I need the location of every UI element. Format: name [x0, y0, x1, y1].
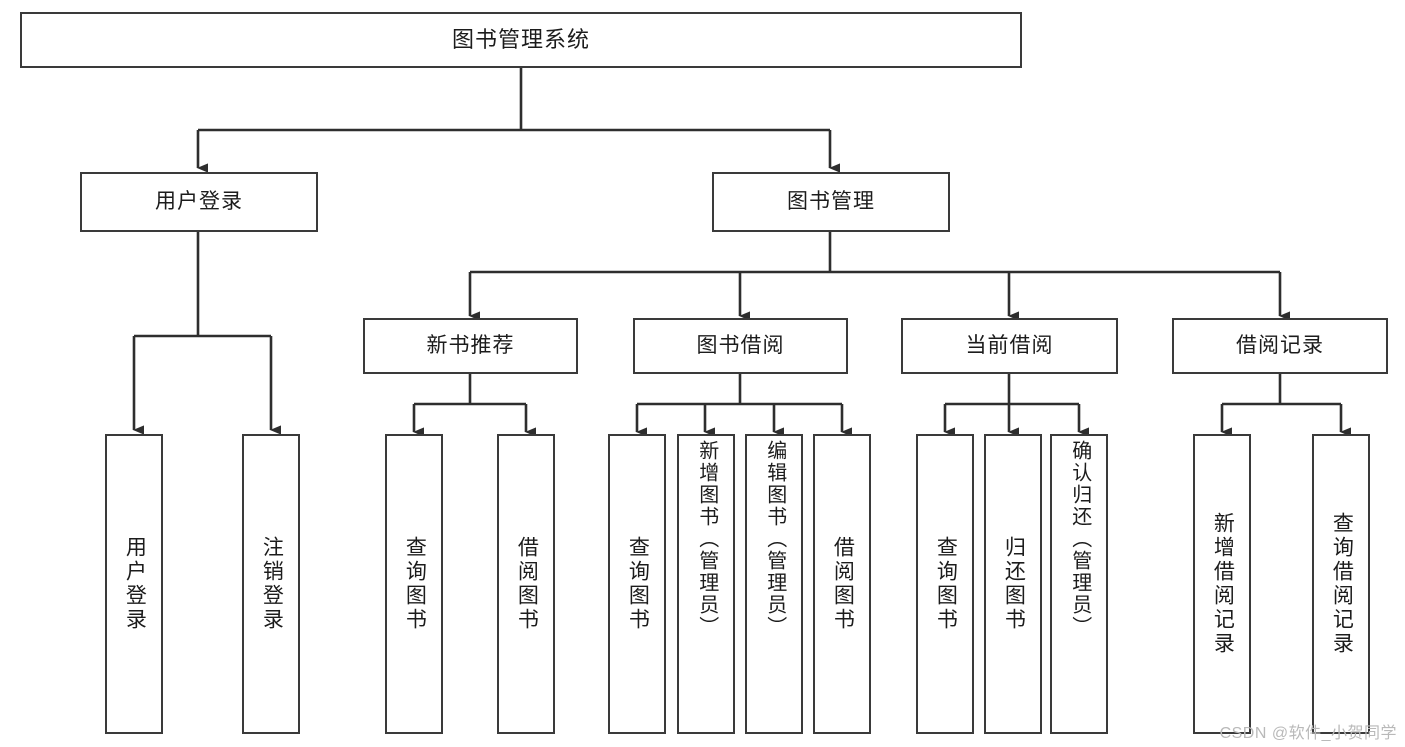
node-label: 注销登录	[260, 536, 284, 632]
node-label: 查询图书	[403, 536, 427, 632]
node-label: 用户登录	[123, 536, 147, 632]
node-label: 图书管理系统	[451, 27, 590, 53]
node-label: 图书借阅	[696, 333, 785, 357]
node-new-book-recommend[interactable]: 新书推荐	[363, 318, 578, 374]
leaf-user-login[interactable]: 用户登录	[105, 434, 163, 734]
node-label: 编辑图书（管理员）	[763, 440, 786, 638]
leaf-borrow-query-book[interactable]: 查询图书	[608, 434, 666, 734]
node-label: 当前借阅	[965, 333, 1054, 357]
node-borrow-records[interactable]: 借阅记录	[1172, 318, 1388, 374]
leaf-borrow-add-book-admin[interactable]: 新增图书（管理员）	[677, 434, 735, 734]
node-label: 借阅图书	[515, 536, 539, 632]
node-label: 归还图书	[1002, 536, 1026, 632]
node-user-login[interactable]: 用户登录	[80, 172, 318, 232]
watermark: CSDN @软件_小贺同学	[1219, 725, 1397, 742]
node-label: 用户登录	[155, 189, 243, 213]
node-label: 图书管理	[787, 189, 875, 213]
leaf-current-return-book[interactable]: 归还图书	[984, 434, 1042, 734]
node-current-borrow[interactable]: 当前借阅	[901, 318, 1118, 374]
node-label: 借阅记录	[1236, 333, 1324, 357]
leaf-current-confirm-return-admin[interactable]: 确认归还（管理员）	[1050, 434, 1108, 734]
node-book-management[interactable]: 图书管理	[712, 172, 950, 232]
node-label: 查询图书	[934, 536, 958, 632]
leaf-newbook-query-book[interactable]: 查询图书	[385, 434, 443, 734]
leaf-user-logout[interactable]: 注销登录	[242, 434, 300, 734]
node-label: 借阅图书	[831, 536, 855, 632]
leaf-borrow-edit-book-admin[interactable]: 编辑图书（管理员）	[745, 434, 803, 734]
leaf-records-query-record[interactable]: 查询借阅记录	[1312, 434, 1370, 734]
node-label: 确认归还（管理员）	[1068, 440, 1091, 638]
node-label: 新增借阅记录	[1211, 512, 1235, 656]
leaf-borrow-borrow-book[interactable]: 借阅图书	[813, 434, 871, 734]
leaf-current-query-book[interactable]: 查询图书	[916, 434, 974, 734]
node-label: 新增图书（管理员）	[695, 440, 718, 638]
node-book-borrow[interactable]: 图书借阅	[633, 318, 848, 374]
node-label: 新书推荐	[426, 333, 515, 357]
node-root-system[interactable]: 图书管理系统	[20, 12, 1022, 68]
node-label: 查询借阅记录	[1330, 512, 1354, 656]
leaf-records-add-record[interactable]: 新增借阅记录	[1193, 434, 1251, 734]
leaf-newbook-borrow-book[interactable]: 借阅图书	[497, 434, 555, 734]
node-label: 查询图书	[626, 536, 650, 632]
